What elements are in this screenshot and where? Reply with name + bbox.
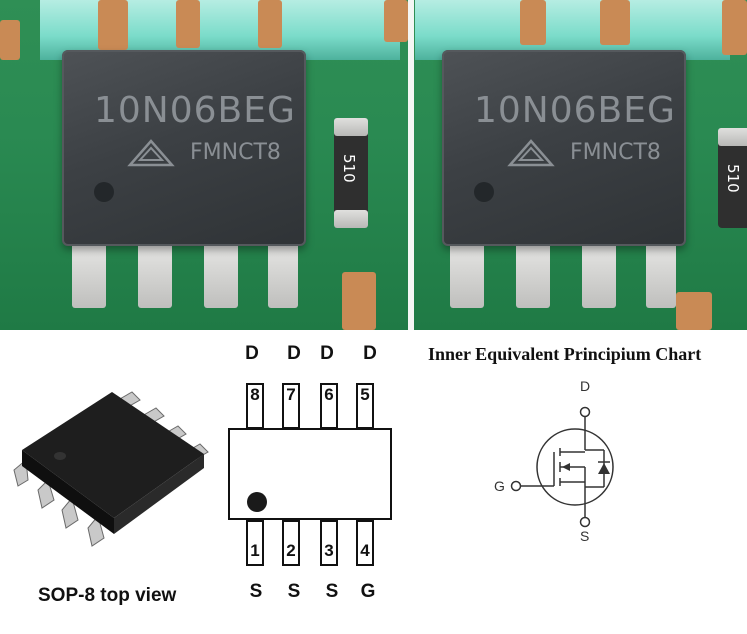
smd-resistor: 510 bbox=[718, 128, 747, 228]
resistor-value: 510 bbox=[724, 164, 742, 193]
source-label: S bbox=[580, 528, 590, 544]
copper-pad bbox=[676, 292, 712, 330]
pin-number: 3 bbox=[324, 541, 334, 560]
pin-number: 8 bbox=[250, 385, 260, 404]
chip-lead bbox=[138, 240, 172, 308]
copper-pad bbox=[258, 0, 282, 48]
mosfet-chip: 10N06BEG FMNCT8 bbox=[442, 50, 686, 246]
pin-number: 6 bbox=[324, 385, 334, 404]
pin-2 bbox=[282, 520, 300, 566]
pin-number: 7 bbox=[286, 385, 296, 404]
copper-pad bbox=[0, 20, 20, 60]
pin-function-label: D bbox=[320, 343, 334, 364]
copper-pad bbox=[384, 0, 408, 42]
pin1-marker bbox=[94, 182, 114, 202]
chip-lead bbox=[516, 240, 550, 308]
sop8-package-illustration bbox=[13, 391, 209, 547]
pin-number: 2 bbox=[286, 541, 296, 560]
gate-label: G bbox=[494, 478, 505, 494]
pin-function-label: S bbox=[287, 581, 301, 602]
chip-marking: 10N06BEG bbox=[474, 90, 676, 131]
manufacturer-logo-icon bbox=[507, 139, 555, 167]
pin-function-label: S bbox=[325, 581, 339, 602]
chip-lead bbox=[450, 240, 484, 308]
pin-function-label: D bbox=[287, 343, 301, 364]
mosfet-chip: 10N06BEG FMNCT8 bbox=[62, 50, 306, 246]
pcb-photo: 10N06BEG FMNCT8 510 10N06BEG FMNCT8 510 bbox=[0, 0, 747, 330]
pin-number: 1 bbox=[250, 541, 260, 560]
pin-function-label: D bbox=[363, 343, 377, 364]
drain-label: D bbox=[580, 378, 591, 394]
pin-number: 5 bbox=[360, 385, 370, 404]
chip-marking: 10N06BEG bbox=[94, 90, 296, 131]
manufacturer-logo-icon bbox=[127, 139, 175, 167]
pin-function-label: G bbox=[360, 581, 376, 602]
ic-body-outline bbox=[228, 428, 392, 520]
pin1-indicator bbox=[247, 492, 267, 512]
package-title: SOP-8 top view bbox=[38, 585, 177, 606]
pin-function-label: S bbox=[249, 581, 263, 602]
pin-number: 4 bbox=[360, 541, 370, 560]
pin-4 bbox=[356, 520, 374, 566]
mosfet-symbol-icon bbox=[510, 406, 614, 528]
pin-6 bbox=[320, 383, 338, 429]
chip-lot-code: FMNCT8 bbox=[570, 140, 661, 165]
copper-pad bbox=[600, 0, 630, 45]
pin-3 bbox=[320, 520, 338, 566]
schematic-title: Inner Equivalent Principium Chart bbox=[428, 344, 702, 364]
copper-pad bbox=[342, 272, 376, 330]
chip-lead bbox=[646, 240, 676, 308]
pin1-marker bbox=[474, 182, 494, 202]
copper-pad bbox=[722, 0, 747, 55]
pin-8 bbox=[246, 383, 264, 429]
copper-pad bbox=[98, 0, 128, 50]
pin-5 bbox=[356, 383, 374, 429]
copper-pad bbox=[520, 0, 546, 45]
copper-pad bbox=[176, 0, 200, 48]
chip-lot-code: FMNCT8 bbox=[190, 140, 281, 165]
pin-1 bbox=[246, 520, 264, 566]
photo-divider bbox=[408, 0, 414, 330]
pin-function-label: D bbox=[245, 343, 259, 364]
chip-lead bbox=[268, 240, 298, 308]
chip-lead bbox=[204, 240, 238, 308]
pin-7 bbox=[282, 383, 300, 429]
chip-lead bbox=[72, 240, 106, 308]
resistor-value: 510 bbox=[340, 154, 358, 183]
chip-lead bbox=[582, 240, 616, 308]
smd-resistor: 510 bbox=[334, 118, 368, 228]
